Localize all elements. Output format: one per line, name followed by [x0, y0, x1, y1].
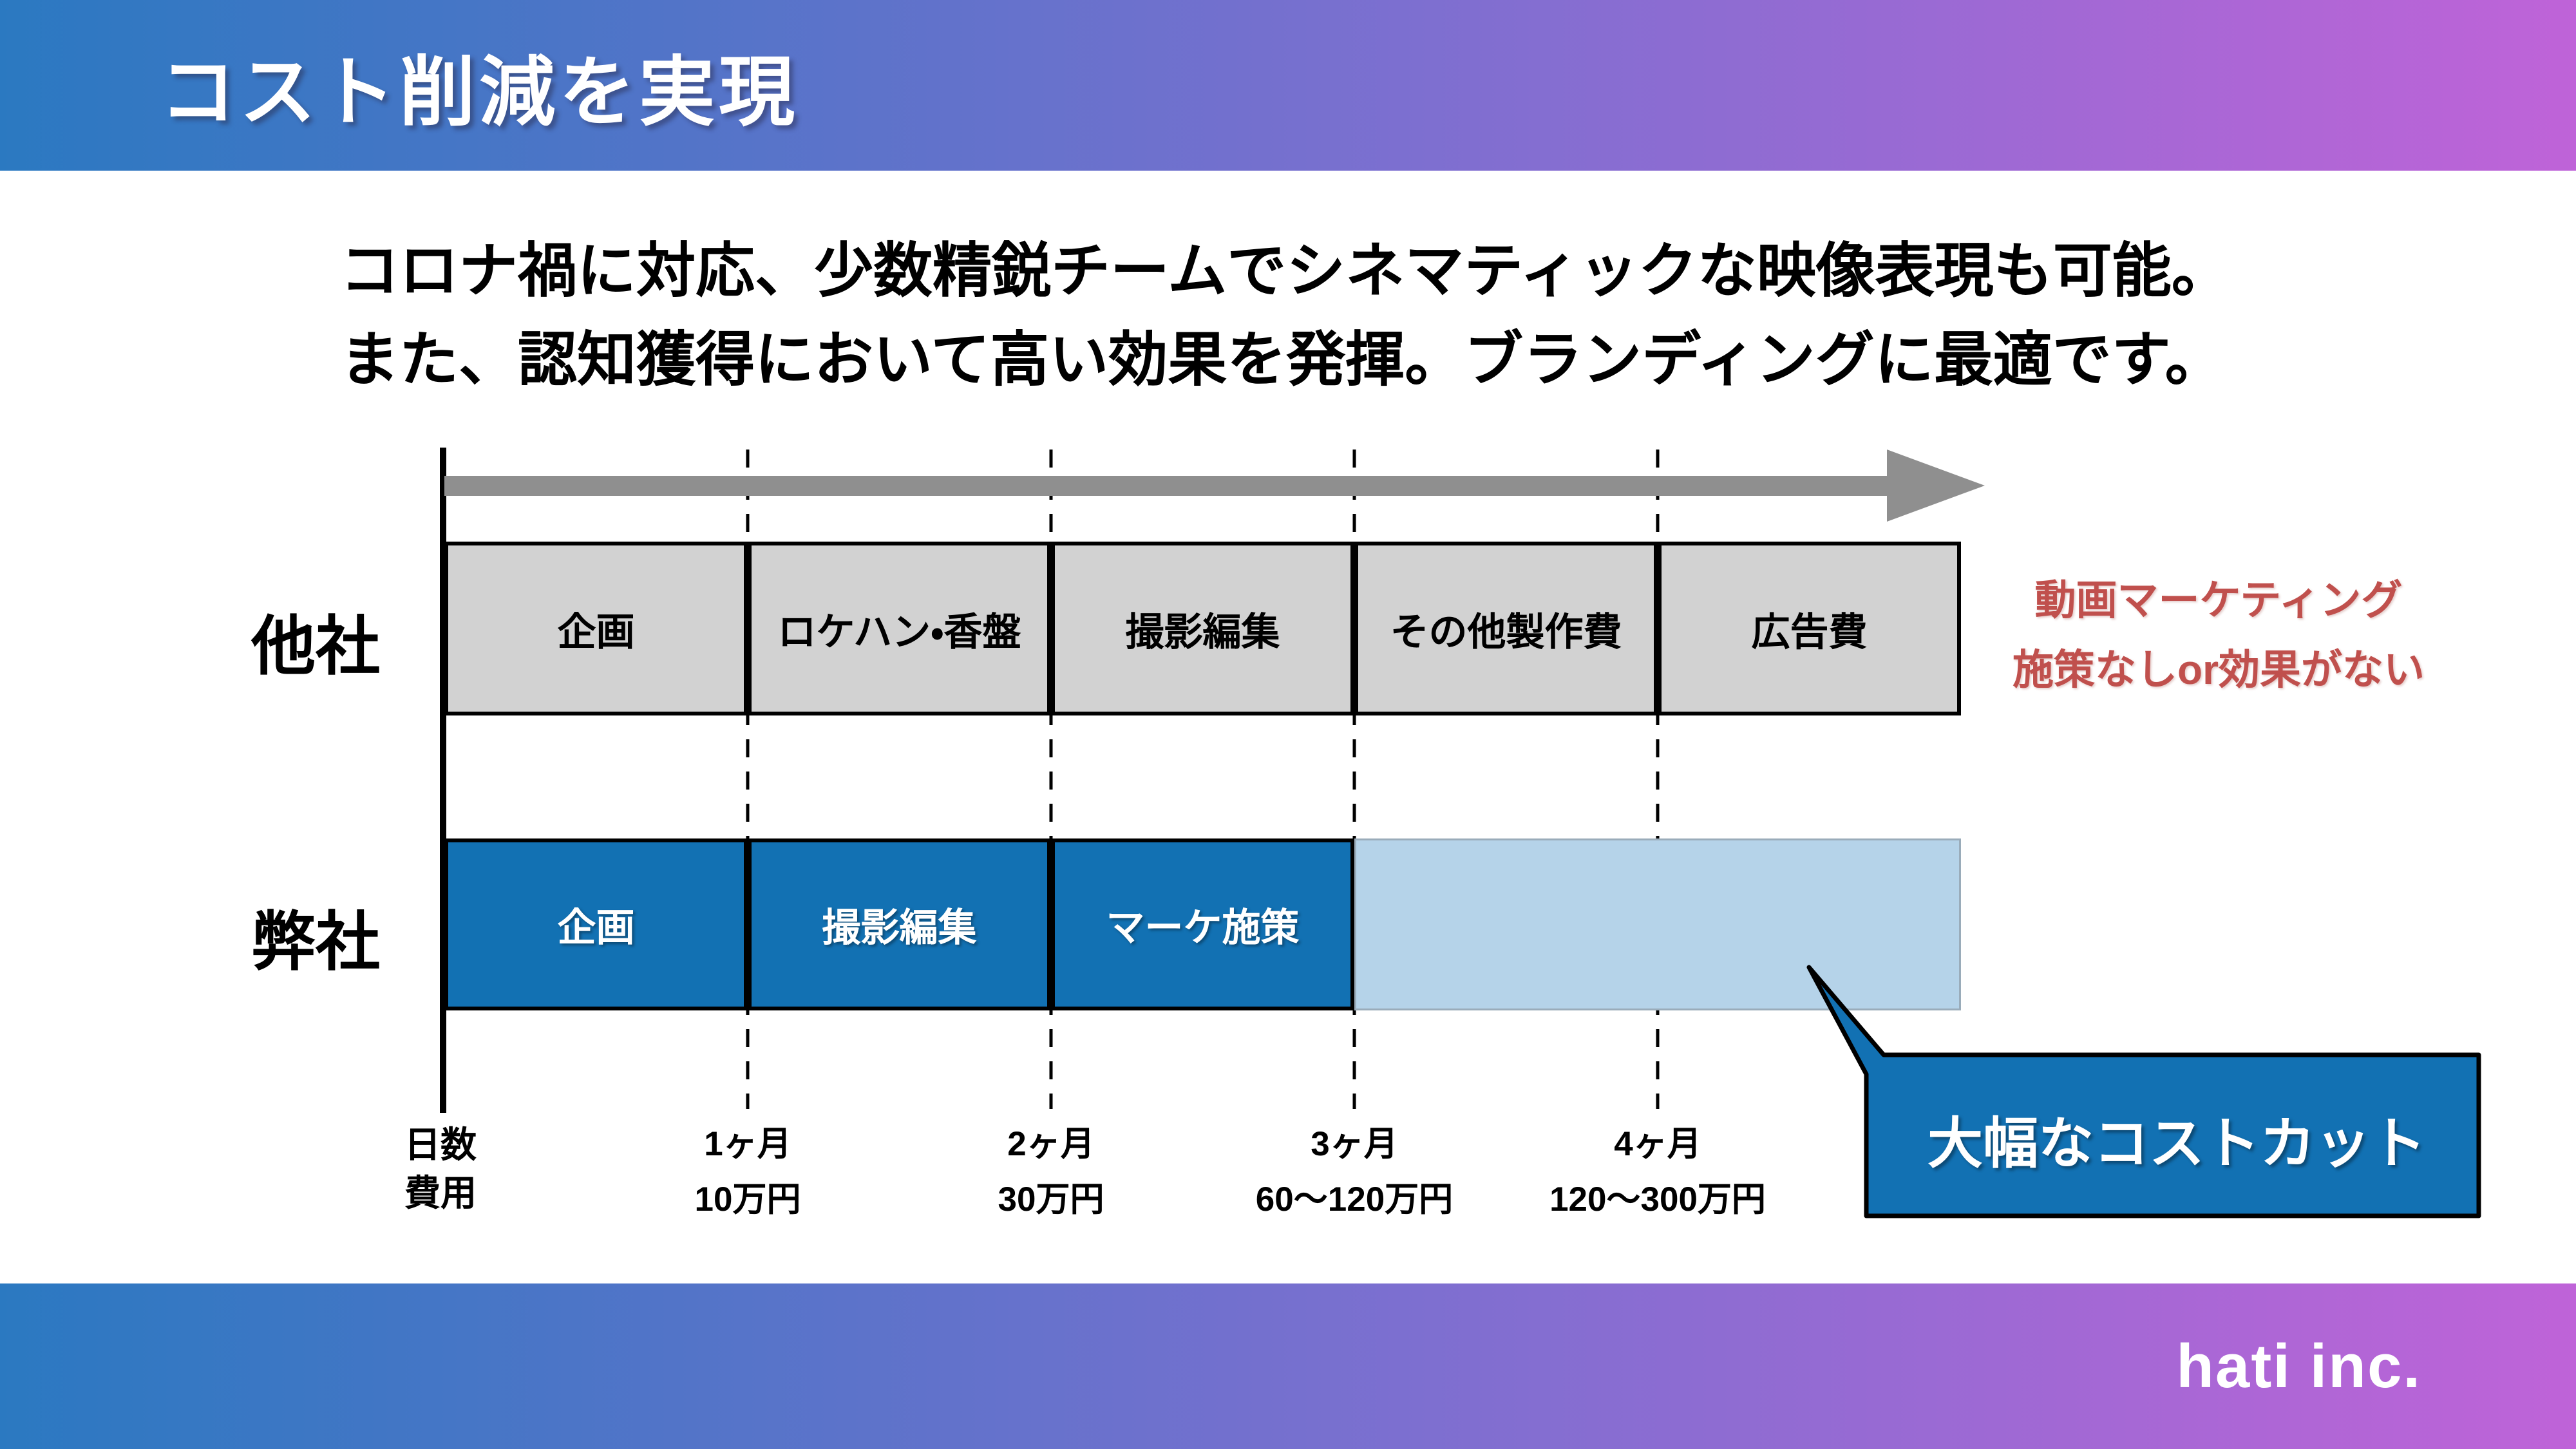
- tick-month-1-cost: 10万円: [694, 1180, 801, 1218]
- tick-month-3: 3ヶ月 60〜120万円: [1200, 1126, 1509, 1218]
- callout-text: 大幅なコストカット: [1927, 1113, 2426, 1175]
- timeline-arrow-head-icon: [1887, 450, 1985, 522]
- red-annotation: 動画マーケティング 施策なしor効果がない: [1984, 565, 2454, 705]
- tick-month-4-cost: 120〜300万円: [1549, 1180, 1766, 1218]
- brand-logo-text: hati inc.: [2176, 1331, 2421, 1401]
- row-label-other-company: 他社: [251, 611, 380, 683]
- tick-month-2: 2ヶ月 30万円: [896, 1126, 1206, 1218]
- tick-month-3-label: 3ヶ月: [1311, 1125, 1398, 1163]
- red-annotation-line-1: 動画マーケティング: [2034, 577, 2403, 623]
- phase-cell-planning: 企画: [444, 542, 748, 715]
- saved-cost-area: [1354, 838, 1961, 1010]
- phase-cell-ours-marketing: マーケ施策: [1051, 838, 1354, 1010]
- our-company-row: 企画 撮影編集 マーケ施策: [444, 838, 1961, 1010]
- intro-line-1: コロナ禍に対応、少数精鋭チームでシネマティックな映像表現も可能。: [340, 238, 2231, 304]
- callout-bubble-shape: [1806, 965, 2481, 1218]
- tick-month-2-label: 2ヶ月: [1007, 1125, 1095, 1163]
- tick-month-1: 1ヶ月 10万円: [593, 1126, 902, 1218]
- red-annotation-line-2: 施策なしor効果がない: [2012, 647, 2425, 693]
- phase-cell-location-scouting: ロケハン・香盤: [748, 542, 1051, 715]
- header-band: コスト削減を実現: [0, 0, 2576, 171]
- tick-month-2-cost: 30万円: [998, 1180, 1104, 1218]
- tick-month-1-label: 1ヶ月: [704, 1125, 791, 1163]
- phase-cell-shoot-edit: 撮影編集: [1051, 542, 1354, 715]
- timeline-arrow-body: [444, 476, 1887, 496]
- phase-cell-other-production-cost: その他製作費: [1354, 542, 1658, 715]
- intro-line-2: また、認知獲得において高い効果を発揮。ブランディングに最適です。: [340, 327, 2224, 393]
- phase-cell-ours-planning: 企画: [444, 838, 748, 1010]
- tick-month-4: 4ヶ月 120〜300万円: [1503, 1126, 1812, 1218]
- tick-month-4-label: 4ヶ月: [1614, 1125, 1701, 1163]
- axis-caption-days: 日数: [404, 1124, 477, 1165]
- axis-caption-cost: 費用: [404, 1173, 477, 1213]
- page-title: コスト削減を実現: [160, 50, 799, 135]
- row-label-our-company: 弊社: [251, 906, 380, 978]
- phase-cell-ad-cost: 広告費: [1658, 542, 1961, 715]
- other-company-row: 企画 ロケハン・香盤 撮影編集 その他製作費 広告費: [444, 542, 1961, 715]
- phase-cell-ours-shoot-edit: 撮影編集: [748, 838, 1051, 1010]
- footer-band: hati inc.: [0, 1283, 2576, 1449]
- tick-month-3-cost: 60〜120万円: [1255, 1180, 1454, 1218]
- intro-text: コロナ禍に対応、少数精鋭チームでシネマティックな映像表現も可能。 また、認知獲得…: [340, 227, 2231, 404]
